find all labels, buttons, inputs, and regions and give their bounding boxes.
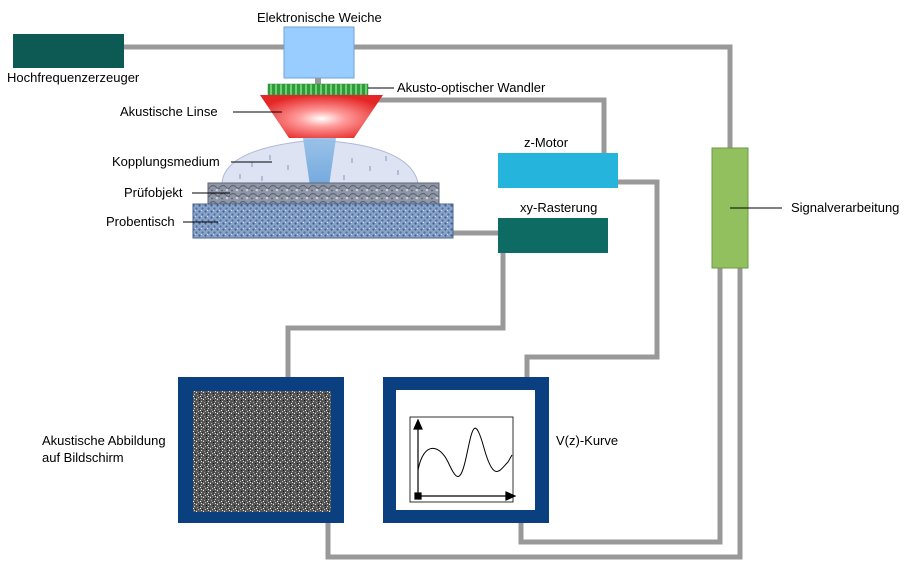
- vz-graph-frame: [409, 416, 514, 503]
- switch-stem: [315, 78, 321, 87]
- vz-axes: [413, 418, 517, 501]
- vz-label: V(z)-Kurve: [556, 433, 618, 448]
- transducer: [267, 83, 369, 96]
- specimen-label: Prüfobjekt: [124, 185, 183, 200]
- zmotor-box: [498, 153, 618, 188]
- acoustic-lens: [260, 95, 383, 138]
- image-label-line1: Akustische Abbildung: [42, 433, 166, 448]
- stage: [192, 203, 454, 239]
- vz-curve: [417, 427, 513, 477]
- acoustic-beam: [303, 138, 336, 193]
- coupling-ticks: [239, 155, 399, 181]
- image-monitor-screen: [193, 391, 331, 512]
- generator-box: [13, 34, 124, 68]
- lens-label: Akustische Linse: [120, 104, 218, 119]
- image-label-line2: auf Bildschirm: [42, 450, 124, 465]
- transducer-label: Akusto-optischer Wandler: [397, 80, 546, 95]
- xyscan-box: [498, 218, 608, 253]
- switch-label: Elektronische Weiche: [257, 10, 382, 25]
- xyscan-label: xy-Rasterung: [520, 200, 597, 215]
- generator-label: Hochfrequenzerzeuger: [7, 70, 140, 85]
- stage-label: Probentisch: [106, 214, 175, 229]
- connection-lines: [124, 44, 743, 560]
- switch-box: [283, 26, 355, 79]
- specimen: [207, 182, 440, 205]
- signal-label: Signalverarbeitung: [791, 200, 899, 215]
- coupling-label: Kopplungsmedium: [112, 154, 220, 169]
- zmotor-label: z-Motor: [524, 135, 569, 150]
